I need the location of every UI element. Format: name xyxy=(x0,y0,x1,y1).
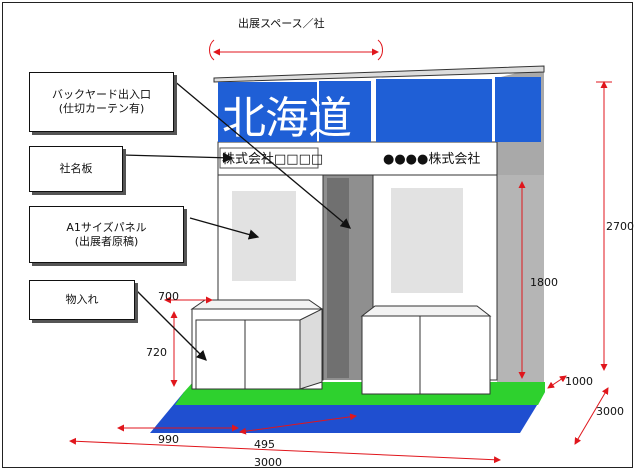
fascia-top xyxy=(213,65,545,83)
pointer-nameplate xyxy=(122,152,234,163)
label-width-total: 3000 xyxy=(254,456,282,469)
dim-bracket-right xyxy=(377,39,383,61)
cabinet-right xyxy=(361,315,491,395)
label-cabinet-depth: 700 xyxy=(158,290,179,303)
label-width-gap: 495 xyxy=(254,438,275,451)
callout-nameplate: 社名板 xyxy=(29,146,123,192)
callout-panel-line2: (出展者原稿) xyxy=(74,234,139,248)
callout-backyard-line1: バックヤード出入口 xyxy=(52,88,151,101)
dim-width-total xyxy=(69,437,501,464)
sign-blue-4 xyxy=(495,77,541,142)
a1-panel-right xyxy=(391,188,463,293)
pointer-panel xyxy=(189,217,260,240)
region-sign-text: 北海道 xyxy=(222,93,351,144)
callout-panel-line1: A1サイズパネル xyxy=(66,220,147,234)
dim-space-depth xyxy=(574,387,609,445)
label-width-cabinet: 990 xyxy=(158,433,179,446)
pointer-backyard xyxy=(172,79,351,229)
cabinet-left-side xyxy=(299,308,323,390)
callout-panel: A1サイズパネル (出展者原稿) xyxy=(29,206,184,263)
company-right-text: ●●●●株式会社 xyxy=(383,151,480,167)
dim-width-gap xyxy=(239,413,357,435)
callout-backyard: バックヤード出入口 (仕切カーテン有) xyxy=(29,72,174,132)
pointer-storage xyxy=(134,288,207,361)
floor-green-front xyxy=(175,392,545,405)
label-floor-depth: 1000 xyxy=(565,375,593,388)
label-title: 出展スペース／社 xyxy=(238,16,325,30)
back-wall-opening-shade xyxy=(327,178,349,378)
callout-backyard-line2: (仕切カーテン有) xyxy=(58,102,145,115)
dim-bracket-left xyxy=(209,39,215,61)
sign-blue-3 xyxy=(376,79,492,142)
label-height-partition: 1800 xyxy=(530,276,558,289)
callout-storage: 物入れ xyxy=(29,280,135,320)
label-height-total: 2700 xyxy=(606,220,634,233)
cabinet-left-top xyxy=(190,299,324,310)
company-left-text: 株式会社□□□□ xyxy=(222,151,323,167)
label-cabinet-height: 720 xyxy=(146,346,167,359)
dim-floor-depth xyxy=(547,375,567,389)
callout-nameplate-label: 社名板 xyxy=(59,162,93,175)
label-space-depth: 3000 xyxy=(596,405,624,418)
callout-storage-label: 物入れ xyxy=(65,293,99,306)
a1-panel-left xyxy=(232,191,296,281)
sign-blue-2 xyxy=(319,81,371,142)
cabinet-right-top xyxy=(360,305,492,317)
